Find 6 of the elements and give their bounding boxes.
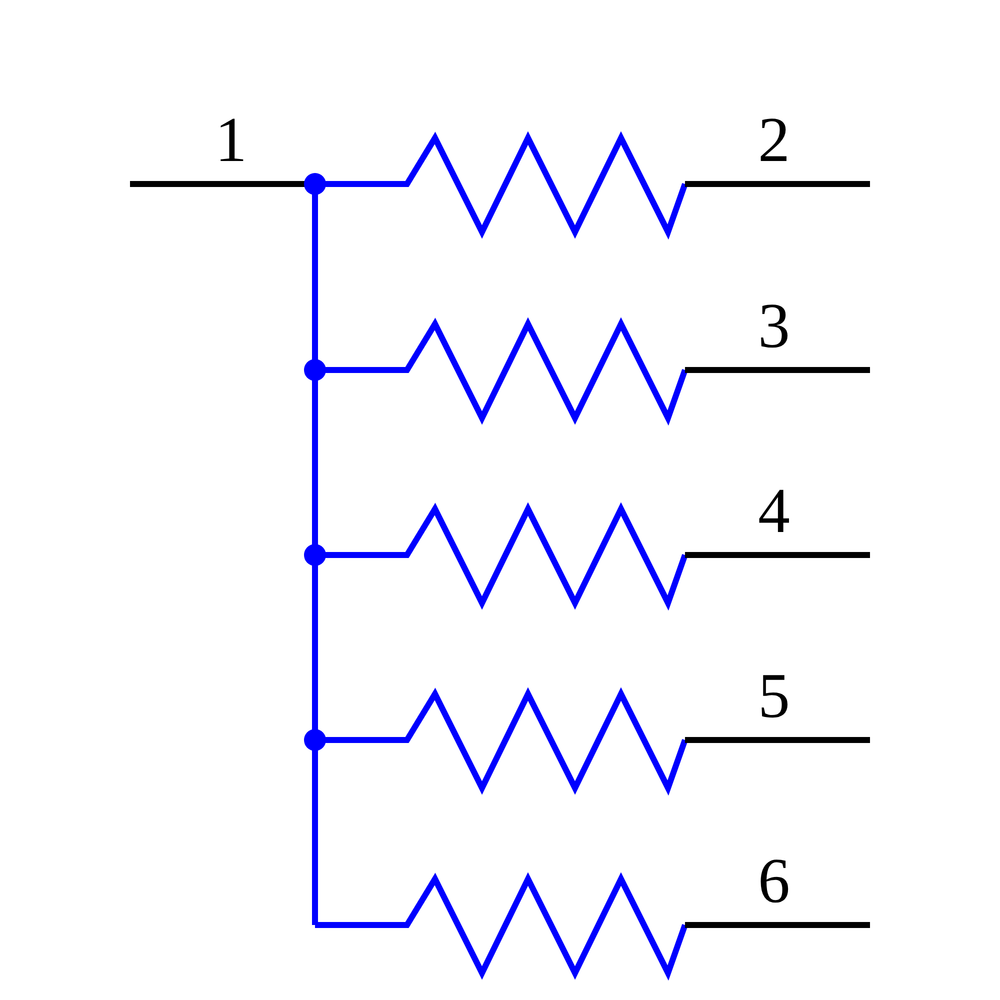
pin-number: 4 xyxy=(758,479,790,543)
pin-number: 3 xyxy=(758,294,790,358)
pin-number: 5 xyxy=(758,664,790,728)
pin-number: 6 xyxy=(758,849,790,913)
pin-number: 1 xyxy=(215,108,247,172)
pin-number: 2 xyxy=(758,108,790,172)
